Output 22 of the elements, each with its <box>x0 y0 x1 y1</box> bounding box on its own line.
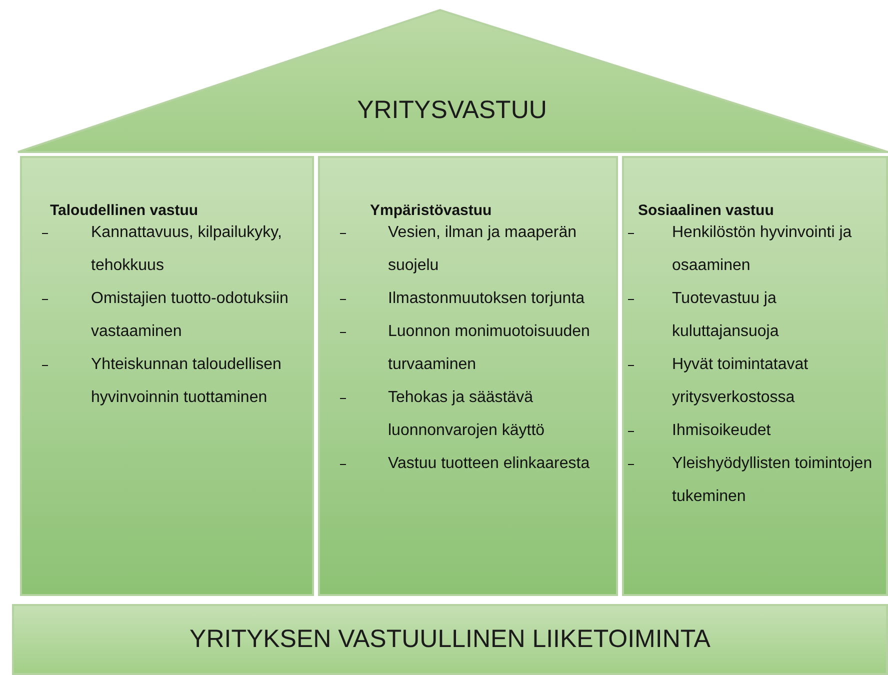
pillar-heading: Sosiaalinen vastuu <box>638 202 774 219</box>
pillar-heading: Ympäristövastuu <box>370 202 492 219</box>
list-item: Kannattavuus, kilpailukyky, tehokkuus <box>91 223 283 276</box>
list-item: Yleishyödyllisten toimintojen tukeminen <box>672 454 874 507</box>
list-item: Luonnon monimuotoisuuden turvaaminen <box>388 322 591 375</box>
pillar-panel <box>318 156 618 596</box>
list-item: Vastuu tuotteen elinkaaresta <box>388 454 591 474</box>
pillar-heading: Taloudellinen vastuu <box>50 202 198 219</box>
list-item: Tuotevastuu ja kuluttajansuoja <box>672 289 780 342</box>
list-item: Omistajien tuotto-odotuksiin vastaaminen <box>91 289 290 342</box>
list-item: Yhteiskunnan taloudellisen hyvinvoinnin tuottaminen <box>91 355 282 408</box>
base-title: YRITYKSEN VASTUULLINEN LIIKETOIMINTA <box>190 625 710 654</box>
pillar-panel <box>20 156 314 596</box>
list-item: Ihmisoikeudet <box>672 421 772 441</box>
pillar-panel <box>622 156 888 596</box>
list-item: Henkilöstön hyvinvointi ja osaaminen <box>672 223 853 276</box>
list-item: Vesien, ilman ja maaperän suojelu <box>388 223 578 276</box>
roof-title: YRITYSVASTUU <box>356 96 548 125</box>
base-panel <box>12 604 888 675</box>
list-item: Hyvät toimintatavat yritysverkostossa <box>672 355 810 408</box>
list-item: Tehokas ja säästävä luonnonvarojen käyttö <box>388 388 546 441</box>
list-item: Ilmastonmuutoksen torjunta <box>388 289 586 309</box>
